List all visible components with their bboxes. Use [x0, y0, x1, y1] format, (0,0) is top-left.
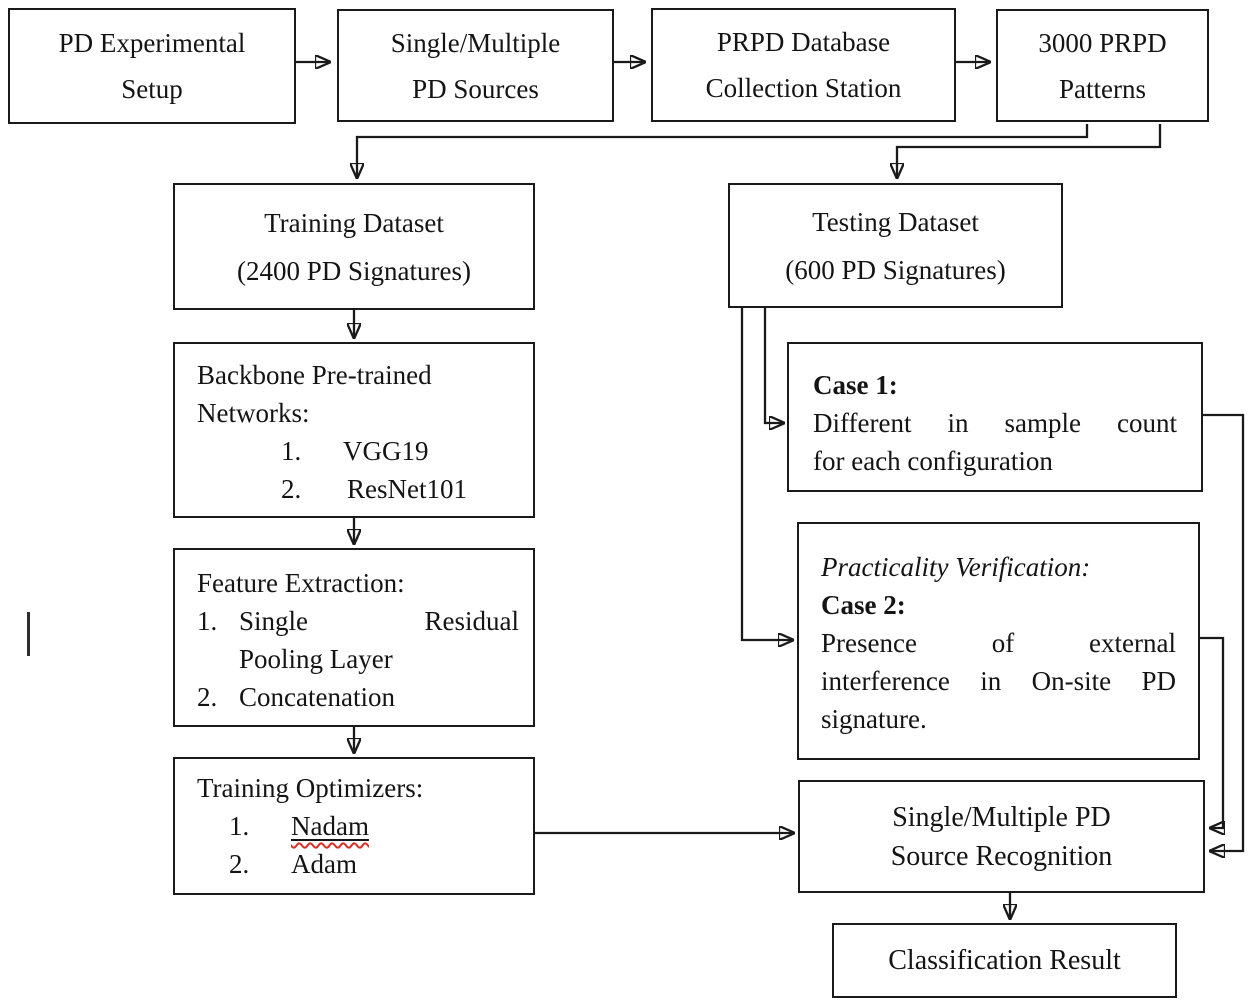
backbone-title: Backbone Pre-trained Networks:: [197, 360, 432, 428]
box-training-dataset-line2: (2400 PD Signatures): [237, 255, 471, 286]
box-pd-experimental-setup-line2: Setup: [121, 74, 183, 104]
feature-item2-number: 2.: [197, 682, 218, 712]
feature-item2-label: Concatenation: [239, 682, 395, 712]
optimizer-item2-label: Adam: [291, 849, 357, 879]
case2-body-line1: Presence of external: [821, 628, 1176, 658]
backbone-item2-label: ResNet101: [347, 474, 467, 504]
box-prpd-patterns-line2: Patterns: [1059, 73, 1146, 104]
box-testing-dataset-line1: Testing Dataset: [812, 206, 979, 237]
arrow-patterns-to-testing: [897, 124, 1162, 177]
recognition-line1: Single/Multiple PD: [892, 801, 1111, 833]
case2-title: Case 2:: [821, 590, 906, 620]
arrow-case1-to-recognition: [1203, 413, 1245, 851]
box-pd-sources-line1: Single/Multiple: [390, 27, 561, 58]
box-classification-result: Classification Result: [832, 923, 1177, 998]
feature-extraction-title: Feature Extraction:: [197, 568, 405, 598]
box-prpd-patterns-line1: 3000 PRPD: [1038, 27, 1167, 58]
backbone-item1-label: VGG19: [343, 436, 429, 466]
backbone-item-resnet101: 2. ResNet101: [281, 470, 521, 508]
box-3000-prpd-patterns: 3000 PRPD Patterns: [996, 9, 1209, 122]
case1-body-line2: for each configuration: [813, 446, 1053, 476]
box-backbone-networks: Backbone Pre-trained Networks: 1. VGG19 …: [173, 342, 535, 518]
box-prpd-station-line2: Collection Station: [705, 73, 902, 103]
box-case2: Practicality Verification: Case 2: Prese…: [797, 522, 1200, 760]
feature-item1-number: 1.: [197, 606, 218, 636]
feature-item1-line1: Single Residual: [239, 606, 519, 636]
arrow-testing-to-case2: [740, 308, 792, 640]
box-prpd-station-line1: PRPD Database: [716, 27, 891, 57]
stray-cursor-mark: [27, 612, 30, 656]
arrow-patterns-to-training: [357, 124, 1089, 177]
box-source-recognition: Single/Multiple PD Source Recognition: [798, 780, 1205, 893]
classification-label: Classification Result: [888, 944, 1121, 976]
feature-item1-line2: Pooling Layer: [239, 644, 393, 674]
recognition-line2: Source Recognition: [890, 840, 1113, 872]
box-case1: Case 1: Different in sample count for ea…: [787, 342, 1203, 492]
nadam-spellcheck-underline: Nadam: [291, 811, 369, 841]
box-prpd-database-collection-station: PRPD Database Collection Station: [651, 8, 956, 122]
optimizer-item2-number: 2.: [229, 849, 250, 879]
box-pd-sources-line2: PD Sources: [412, 73, 539, 104]
backbone-item-vgg19: 1. VGG19: [281, 432, 521, 470]
feature-item-concatenation: 2. Concatenation: [197, 678, 519, 716]
box-feature-extraction: Feature Extraction: 1. Single Residual P…: [173, 548, 535, 727]
case2-body-line2: interference in On-site PD: [821, 666, 1176, 696]
box-testing-dataset-line2: (600 PD Signatures): [785, 254, 1006, 285]
arrow-testing-to-case1: [763, 308, 783, 423]
optimizer-item-nadam: 1. Nadam: [229, 807, 521, 845]
box-pd-experimental-setup: PD Experimental Setup: [8, 8, 296, 124]
feature-item-residual-pooling: 1. Single Residual Pooling Layer: [197, 602, 519, 678]
box-single-multiple-pd-sources: Single/Multiple PD Sources: [337, 9, 614, 122]
backbone-item1-number: 1.: [281, 436, 302, 466]
case1-title: Case 1:: [813, 370, 898, 400]
case2-subtitle: Practicality Verification:: [821, 552, 1091, 582]
optimizers-title: Training Optimizers:: [197, 773, 424, 803]
optimizer-item-adam: 2. Adam: [229, 845, 521, 883]
optimizer-item1-label: Nadam: [291, 811, 369, 841]
box-training-optimizers: Training Optimizers: 1. Nadam 2. Adam: [173, 757, 535, 895]
case1-body-line1: Different in sample count: [813, 408, 1177, 438]
backbone-item2-number: 2.: [281, 474, 302, 504]
box-pd-experimental-setup-line1: PD Experimental: [58, 28, 246, 58]
optimizer-item1-number: 1.: [229, 811, 250, 841]
box-testing-dataset: Testing Dataset (600 PD Signatures): [728, 183, 1063, 308]
box-training-dataset-line1: Training Dataset: [264, 207, 444, 238]
case2-body-line3: signature.: [821, 704, 927, 734]
box-training-dataset: Training Dataset (2400 PD Signatures): [173, 183, 535, 310]
